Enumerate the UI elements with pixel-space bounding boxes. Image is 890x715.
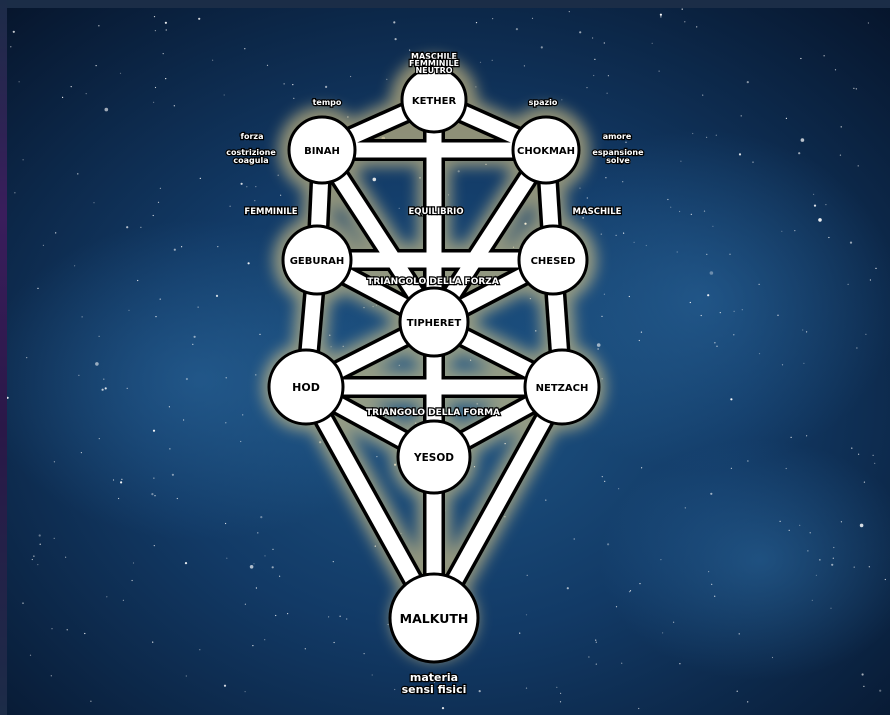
label-triangolo-forma: TRIANGOLO DELLA FORMA [366, 408, 500, 418]
sphere-malkuth: MALKUTH [390, 574, 478, 662]
label-equilibrio: EQUILIBRIO [408, 207, 463, 217]
sphere-kether: KETHER [402, 68, 466, 132]
kether-label: KETHER [412, 96, 457, 107]
label-amore: amore [603, 132, 632, 141]
label-tempo: tempo [313, 98, 342, 107]
sphere-chokmah: CHOKMAH [513, 117, 579, 183]
label-triangolo-forza: TRIANGOLO DELLA FORZA [367, 277, 499, 287]
sphere-netzach: NETZACH [525, 350, 599, 424]
label-femminile: FEMMINILE [244, 207, 297, 217]
label-sensi-fisici: sensi fisici [402, 683, 467, 696]
sphere-hod: HOD [269, 350, 343, 424]
sphere-geburah: GEBURAH [283, 226, 351, 294]
tiphereth-label: TIPHERET [407, 318, 462, 329]
sphere-chesed: CHESED [519, 226, 587, 294]
chesed-label: CHESED [531, 256, 576, 267]
sphere-tiphereth: TIPHERET [400, 288, 468, 356]
label-solve: solve [606, 156, 630, 165]
sphere-binah: BINAH [289, 117, 355, 183]
label-forza: forza [241, 132, 264, 141]
binah-label: BINAH [304, 146, 340, 157]
malkuth-label: MALKUTH [400, 611, 469, 626]
geburah-label: GEBURAH [290, 256, 345, 267]
yesod-label: YESOD [413, 452, 454, 464]
label-coagula: coagula [233, 156, 268, 165]
label-maschile: MASCHILE [573, 207, 622, 217]
sphere-yesod: YESOD [398, 421, 470, 493]
netzach-label: NETZACH [536, 383, 589, 394]
label-neutro-top: NEUTRO [415, 66, 452, 75]
label-spazio: spazio [529, 98, 558, 107]
chokmah-label: CHOKMAH [517, 146, 575, 157]
hod-label: HOD [292, 381, 320, 394]
